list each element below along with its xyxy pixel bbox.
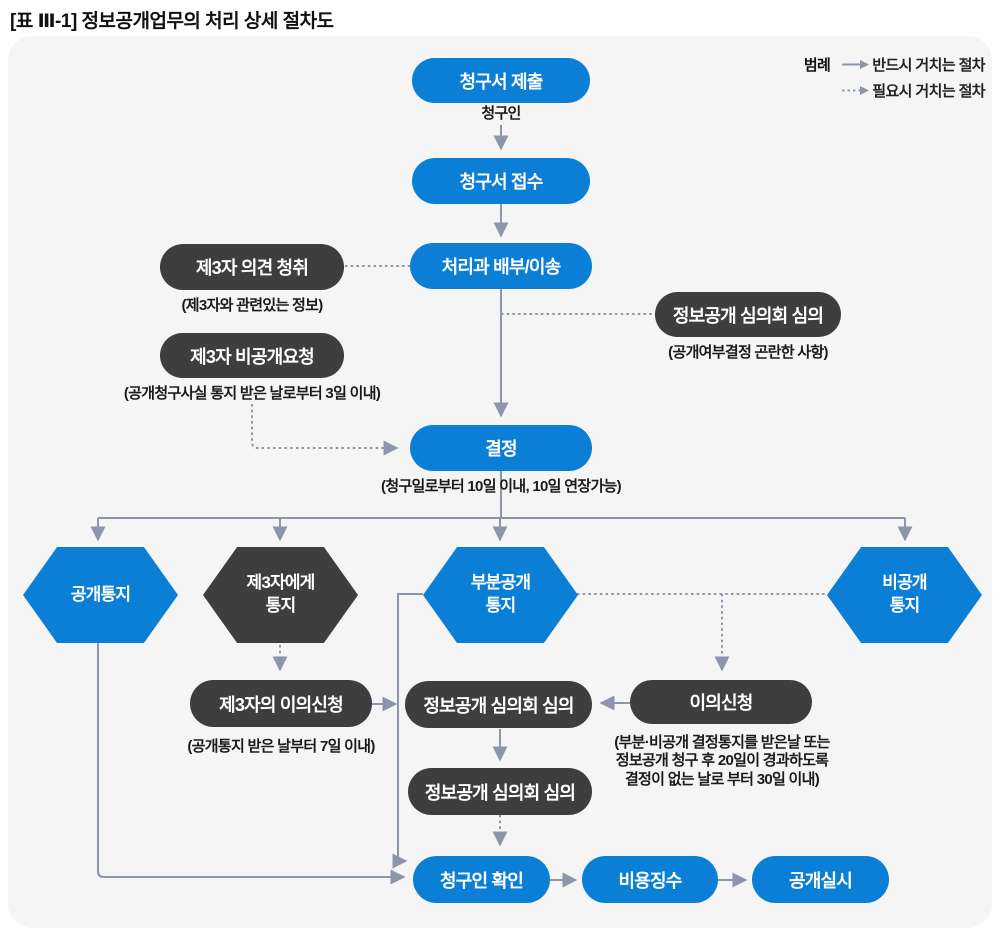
node-notice-third-line1: 제3자에게 — [246, 573, 315, 593]
node-committee1: 정보공개 심의회 심의 — [405, 681, 592, 728]
node-confirm: 청구인 확인 — [413, 856, 550, 903]
node-committee-top: 정보공개 심의회 심의 — [655, 292, 841, 337]
node-fee: 비용징수 — [582, 856, 718, 903]
node-submit-label: 청구서 제출 — [459, 71, 543, 92]
node-receive-label: 청구서 접수 — [459, 172, 543, 192]
node-objection-label: 이의신청 — [689, 693, 753, 713]
node-decision: 결정 — [410, 425, 592, 471]
node-notice-closed-line2: 통지 — [889, 596, 920, 615]
node-notice-closed-line1: 비공개 — [882, 573, 927, 593]
node-committee2-label: 정보공개 심의회 심의 — [424, 782, 576, 803]
node-committee1-label: 정보공개 심의회 심의 — [423, 695, 574, 716]
page-title: [표 Ⅲ-1] 정보공개업무의 처리 상세 절차도 — [10, 11, 334, 32]
node-receive: 청구서 접수 — [412, 158, 590, 204]
note-decision: (청구일로부터 10일 이내, 10일 연장가능) — [381, 478, 622, 495]
node-objection: 이의신청 — [630, 680, 812, 724]
note-third-private: (공개청구사실 통지 받은 날로부터 3일 이내) — [123, 385, 381, 402]
node-disclose-label: 공개실시 — [788, 870, 853, 891]
note-committee-top: (공개여부결정 곤란한 사항) — [668, 344, 828, 361]
node-notice-partial-line1: 부분공개 — [470, 573, 531, 593]
node-confirm-label: 청구인 확인 — [439, 870, 524, 891]
label-requester: 청구인 — [481, 105, 521, 122]
node-decision-label: 결정 — [485, 439, 517, 459]
node-fee-label: 비용징수 — [618, 870, 682, 891]
note-objection-line1: (부분·비공개 결정통지를 받은날 또는 — [614, 734, 830, 751]
legend-title: 범례 — [803, 57, 831, 74]
node-notice-partial-line2: 통지 — [485, 596, 516, 615]
node-notice-closed: 비공개 통지 — [827, 547, 982, 643]
legend-solid-arrow-icon — [841, 60, 869, 69]
node-committee-top-label: 정보공개 심의회 심의 — [672, 305, 824, 326]
note-third-objection: (공개통지 받은 날부터 7일 이내) — [187, 738, 375, 755]
legend-dotted-label: 필요시 거치는 절차 — [872, 83, 985, 100]
node-notice-open: 공개통지 — [23, 547, 178, 643]
node-notice-open-label: 공개통지 — [70, 584, 131, 604]
legend: 범례 반드시 거치는 절차 필요시 거치는 절차 — [803, 54, 986, 101]
node-notice-third-line2: 통지 — [265, 596, 296, 615]
note-objection-line3: 결정이 없는 날로 부터 30일 이내) — [624, 770, 820, 788]
node-submit: 청구서 제출 — [412, 58, 590, 103]
node-disclose: 공개실시 — [752, 856, 889, 903]
node-assign: 처리과 배부/이송 — [410, 243, 592, 289]
legend-solid-label: 반드시 거치는 절차 — [872, 57, 985, 74]
node-third-opinion: 제3자 의견 청취 — [160, 244, 344, 290]
node-third-opinion-label: 제3자 의견 청취 — [195, 258, 309, 278]
node-notice-partial: 부분공개 통지 — [423, 547, 578, 643]
note-third-opinion: (제3자와 관련있는 정보) — [181, 297, 323, 314]
node-notice-third: 제3자에게 통지 — [203, 547, 358, 643]
legend-dotted-arrow-icon — [841, 86, 869, 95]
note-objection: (부분·비공개 결정통지를 받은날 또는 정보공개 청구 후 20일이 경과하도… — [590, 734, 854, 789]
note-objection-line2: 정보공개 청구 후 20일이 경과하도록 — [615, 752, 829, 770]
node-third-private-label: 제3자 비공개요청 — [190, 346, 315, 367]
node-assign-label: 처리과 배부/이송 — [441, 257, 562, 277]
node-third-objection: 제3자의 이의신청 — [190, 680, 372, 727]
node-third-private: 제3자 비공개요청 — [160, 333, 344, 378]
node-third-objection-label: 제3자의 이의신청 — [219, 694, 344, 715]
node-committee2: 정보공개 심의회 심의 — [408, 768, 592, 815]
